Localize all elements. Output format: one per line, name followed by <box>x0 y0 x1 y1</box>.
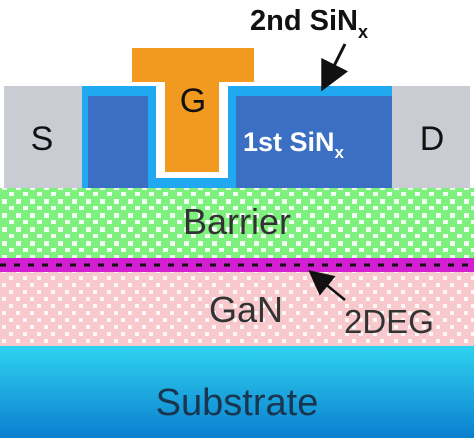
source-label: S <box>31 120 54 158</box>
first-sin-right <box>236 96 392 188</box>
twodeg-arrow <box>308 270 346 301</box>
twodeg-label: 2DEG <box>344 303 434 340</box>
gate-label: G <box>180 82 206 120</box>
gan-label: GaN <box>209 289 283 330</box>
source-contact <box>4 86 82 188</box>
substrate-label: Substrate <box>156 382 319 424</box>
drain-label: D <box>420 120 445 158</box>
gate-electrode <box>132 48 254 172</box>
substrate-layer <box>0 346 474 438</box>
gan-pattern <box>0 272 474 346</box>
first-sin-left <box>88 96 148 188</box>
second-sin-label: 2nd SiNx <box>250 5 368 42</box>
second-sin-subscript: x <box>358 22 368 42</box>
barrier-pattern <box>0 188 474 258</box>
barrier-label: Barrier <box>183 201 291 242</box>
first-sin-subscript: x <box>335 143 345 162</box>
second-sin-arrow <box>321 43 349 92</box>
drain-contact <box>392 86 470 188</box>
first-sin-label: 1st SiNx <box>243 127 345 162</box>
twodeg-channel <box>0 258 474 272</box>
